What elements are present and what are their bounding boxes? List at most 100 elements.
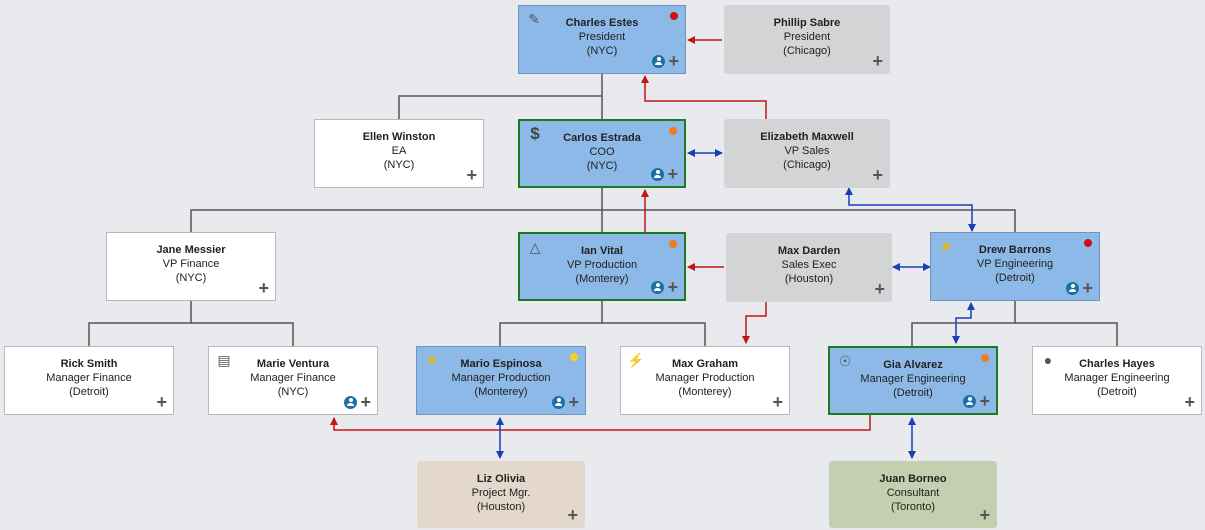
expand-plus-icon[interactable]: + bbox=[1082, 278, 1093, 298]
node-name: Charles Hayes bbox=[1079, 358, 1155, 370]
node-role: Manager Engineering bbox=[1064, 372, 1170, 384]
expand-plus-icon[interactable]: + bbox=[567, 505, 578, 525]
status-dot bbox=[669, 127, 677, 135]
expand-plus-icon[interactable]: + bbox=[667, 277, 678, 297]
node-name: Max Darden bbox=[777, 245, 841, 257]
node-name: Jane Messier bbox=[156, 244, 226, 256]
node-loc: (Monterey) bbox=[678, 386, 732, 398]
node-role: Manager Production bbox=[655, 372, 755, 384]
expand-plus-icon[interactable]: + bbox=[568, 392, 579, 412]
expand-plus-icon[interactable]: + bbox=[872, 51, 883, 71]
node-name: Drew Barrons bbox=[978, 244, 1052, 256]
node-name: Juan Borneo bbox=[879, 473, 947, 485]
star-icon: ★ bbox=[425, 352, 439, 368]
node-loc: (Detroit) bbox=[995, 272, 1035, 284]
node-loc: (NYC) bbox=[175, 272, 207, 284]
blue-links bbox=[496, 149, 976, 459]
status-dot bbox=[670, 12, 678, 20]
speech-bubble-icon: ● bbox=[1043, 352, 1053, 368]
person-icon[interactable] bbox=[652, 55, 665, 68]
signature-icon: ✎ bbox=[528, 11, 540, 27]
node-loc: (Detroit) bbox=[893, 387, 933, 399]
node-loc: (Detroit) bbox=[69, 386, 109, 398]
node-role: Manager Engineering bbox=[860, 373, 966, 385]
expand-plus-icon[interactable]: + bbox=[466, 165, 477, 185]
node-role: VP Engineering bbox=[976, 258, 1054, 270]
node-loc: (NYC) bbox=[277, 386, 309, 398]
expand-plus-icon[interactable]: + bbox=[874, 279, 885, 299]
expand-plus-icon[interactable]: + bbox=[979, 505, 990, 525]
expand-plus-icon[interactable]: + bbox=[772, 392, 783, 412]
node-loc: (Monterey) bbox=[575, 273, 629, 285]
person-icon[interactable] bbox=[651, 168, 664, 181]
expand-plus-icon[interactable]: + bbox=[667, 164, 678, 184]
node-loc: (Houston) bbox=[476, 501, 526, 513]
node-loc: (Detroit) bbox=[1097, 386, 1137, 398]
node-name: Ellen Winston bbox=[362, 131, 436, 143]
node-loc: (Chicago) bbox=[783, 45, 831, 57]
status-dot bbox=[570, 353, 578, 361]
chart-icon: △ bbox=[529, 239, 541, 255]
node-name: Rick Smith bbox=[60, 358, 118, 370]
expand-plus-icon[interactable]: + bbox=[360, 392, 371, 412]
node-loc: (Toronto) bbox=[890, 501, 936, 513]
node-name: Elizabeth Maxwell bbox=[760, 131, 854, 143]
node-loc: (Houston) bbox=[784, 273, 834, 285]
status-dot bbox=[981, 354, 989, 362]
hierarchy-lines bbox=[88, 73, 1118, 346]
person-icon[interactable] bbox=[963, 395, 976, 408]
node-drew-barrons[interactable]: ★ Drew Barrons VP Engineering (Detroit) + bbox=[930, 232, 1100, 301]
dollar-icon: $ bbox=[530, 124, 540, 143]
node-role: Manager Finance bbox=[46, 372, 132, 384]
node-name: Liz Olivia bbox=[476, 473, 526, 485]
node-loc: (NYC) bbox=[586, 160, 618, 172]
node-role: EA bbox=[391, 145, 407, 157]
node-name: Carlos Estrada bbox=[563, 132, 641, 144]
expand-plus-icon[interactable]: + bbox=[258, 278, 269, 298]
node-role: VP Finance bbox=[162, 258, 220, 270]
expand-plus-icon[interactable]: + bbox=[1184, 392, 1195, 412]
node-name: Phillip Sabre bbox=[773, 17, 841, 29]
node-loc: (NYC) bbox=[586, 45, 618, 57]
node-role: President bbox=[578, 31, 626, 43]
person-icon[interactable] bbox=[1066, 282, 1079, 295]
lightning-icon: ⚡ bbox=[627, 352, 645, 368]
person-icon[interactable] bbox=[344, 396, 357, 409]
expand-plus-icon[interactable]: + bbox=[979, 391, 990, 411]
node-name: Gia Alvarez bbox=[883, 359, 943, 371]
node-loc: (NYC) bbox=[383, 159, 415, 171]
expand-plus-icon[interactable]: + bbox=[668, 51, 679, 71]
node-name: Max Graham bbox=[671, 358, 739, 370]
expand-plus-icon[interactable]: + bbox=[156, 392, 167, 412]
node-loc: (Chicago) bbox=[783, 159, 831, 171]
node-name: Mario Espinosa bbox=[460, 358, 542, 370]
node-role: Sales Exec bbox=[781, 259, 837, 271]
person-icon[interactable] bbox=[552, 396, 565, 409]
node-role: VP Sales bbox=[784, 145, 830, 157]
expand-plus-icon[interactable]: + bbox=[872, 165, 883, 185]
node-role: COO bbox=[589, 146, 615, 158]
node-role: VP Production bbox=[566, 259, 638, 271]
node-elizabeth-maxwell[interactable]: Elizabeth Maxwell VP Sales (Chicago) + bbox=[724, 119, 890, 188]
star-icon: ★ bbox=[939, 238, 953, 254]
person-icon[interactable] bbox=[651, 281, 664, 294]
node-name: Charles Estes bbox=[565, 17, 639, 29]
document-icon: ▤ bbox=[217, 352, 231, 368]
node-jane-messier[interactable]: Jane Messier VP Finance (NYC) + bbox=[106, 232, 276, 301]
lightbulb-icon: ☉ bbox=[838, 353, 852, 369]
